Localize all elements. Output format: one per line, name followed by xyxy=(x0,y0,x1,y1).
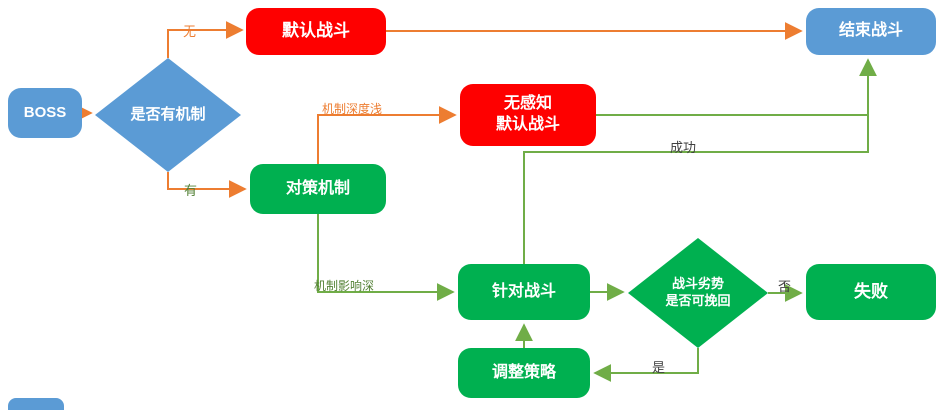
node-has-mechanism-label: 是否有机制 xyxy=(130,106,206,124)
node-default-battle-label: 默认战斗 xyxy=(282,21,350,41)
node-targeted-battle-label: 针对战斗 xyxy=(491,282,556,300)
edge-label-not-recoverable: 否 xyxy=(778,279,792,294)
edge-success-to-end-battle xyxy=(523,58,877,264)
node-end-battle: 结束战斗 xyxy=(806,8,936,55)
edge-label-no: 无 xyxy=(183,24,197,39)
node-targeted-battle: 针对战斗 xyxy=(458,264,590,320)
node-disadvantage-line1: 战斗劣势 xyxy=(671,276,724,292)
node-failure-label: 失败 xyxy=(854,281,888,301)
edge-shallow-to-no-perception xyxy=(317,106,457,164)
node-no-perception-default-battle: 无感知 默认战斗 xyxy=(460,84,596,146)
edge-no-to-default-battle xyxy=(167,21,244,58)
node-boss: BOSS xyxy=(8,88,82,138)
partial-node-bottom-left xyxy=(8,398,64,410)
edge-deep-to-targeted-battle xyxy=(317,214,455,301)
node-boss-label: BOSS xyxy=(23,104,67,122)
node-no-perception-line1: 无感知 xyxy=(503,95,552,113)
edge-label-success: 成功 xyxy=(670,140,697,155)
edge-label-deep-impact: 机制影响深 xyxy=(314,279,375,293)
node-default-battle: 默认战斗 xyxy=(246,8,386,55)
node-no-perception-line2: 默认战斗 xyxy=(495,116,560,133)
node-disadvantage-line2: 是否可挽回 xyxy=(665,293,731,308)
node-adjust-strategy-label: 调整策略 xyxy=(491,363,556,381)
edge-label-yes: 有 xyxy=(184,183,198,198)
edge-label-recoverable: 是 xyxy=(652,360,666,375)
node-counter-mechanism-label: 对策机制 xyxy=(285,179,350,197)
edge-label-shallow-depth: 机制深度浅 xyxy=(322,102,383,116)
edge-disadvantage-to-adjust xyxy=(593,348,699,382)
node-failure: 失败 xyxy=(806,264,936,320)
node-counter-mechanism: 对策机制 xyxy=(250,164,386,214)
node-end-battle-label: 结束战斗 xyxy=(838,22,903,40)
edge-yes-to-counter-mechanism xyxy=(167,172,247,198)
node-adjust-strategy: 调整策略 xyxy=(458,348,590,398)
